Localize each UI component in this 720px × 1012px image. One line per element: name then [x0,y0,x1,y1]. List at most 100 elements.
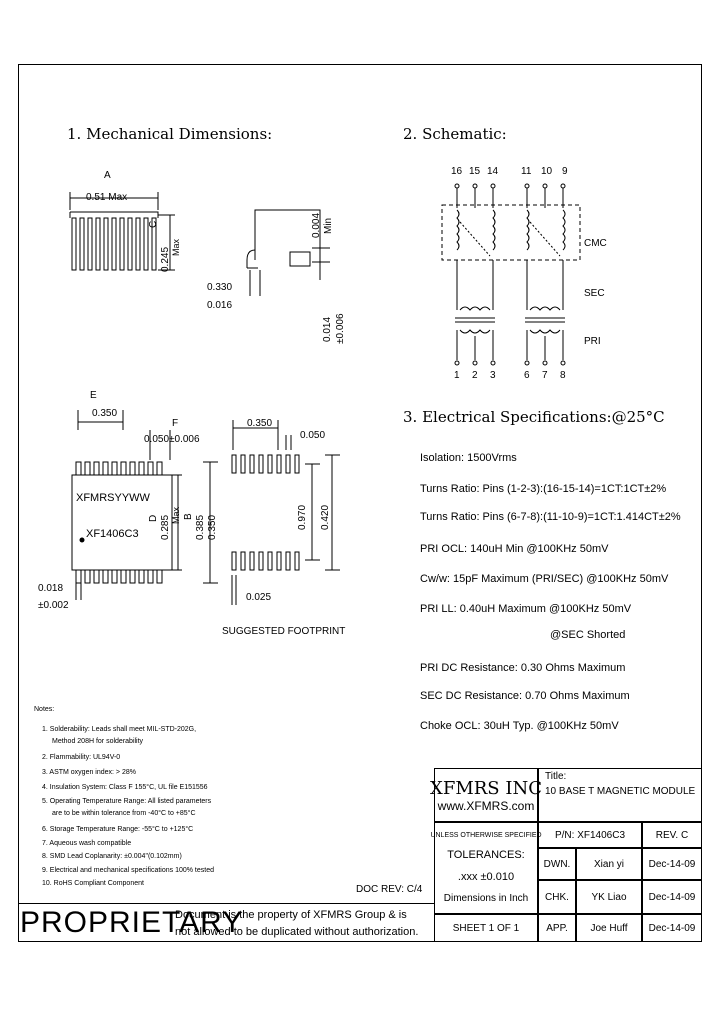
rev-cell: REV. C [642,822,702,848]
pri-coil-1 [459,329,491,334]
spec-pri-ocl: PRI OCL: 140uH Min @100KHz 50mV [420,543,609,555]
pin1-dot [79,537,85,543]
label-e: E [90,390,97,401]
spec-sec-dcr: SEC DC Resistance: 0.70 Ohms Maximum [420,690,630,702]
dimensions-unit: Dimensions in Inch [443,893,529,904]
pin-15: 15 [469,166,481,177]
proprietary-word: PROPRIETARY [20,906,244,939]
label-cmc: CMC [584,238,607,249]
note-8: 8. SMD Lead Coplanarity: ±0.004"(0.102mm… [42,853,182,860]
company-name: XFMRS INC [430,777,542,799]
note-7: 7. Aqueous wash compatible [42,840,132,847]
part-mark-line2: XF1406C3 [86,528,139,540]
sheet-cell: SHEET 1 OF 1 [434,914,538,942]
note-9: 9. Electrical and mechanical specificati… [42,867,214,874]
notes-title: Notes: [34,706,55,713]
note-1b: Method 208H for solderability [52,738,144,745]
row-app-role: APP. [538,914,576,942]
note-6: 6. Storage Temperature Range: -55°C to +… [42,826,194,833]
label-sec: SEC [584,288,605,299]
top-pin-posts [456,188,564,208]
dim-0014: 0.014 [322,316,333,342]
pin-14: 14 [487,166,499,177]
label-pri: PRI [584,336,601,347]
note-4: 4. Insulation System: Class F 155°C, UL … [42,784,208,791]
note-5b: are to be within tolerance from -40°C to… [52,810,196,817]
company-website: www.XFMRS.com [437,798,535,813]
pin-16: 16 [451,166,463,177]
spec-turns-1: Turns Ratio: Pins (1-2-3):(16-15-14)=1CT… [420,483,667,495]
spec-isolation: Isolation: 1500Vrms [420,452,517,464]
footprint-pads-upper [231,454,300,474]
pin-10: 10 [541,166,553,177]
proprietary-line1: Document is the property of XFMRS Group … [175,909,407,921]
fp-dim-0025: 0.025 [246,592,272,603]
dim-0004: 0.004 [311,212,322,238]
label-f: F [172,418,179,429]
top-leads-upper [75,461,163,476]
pin-3: 3 [490,370,496,381]
fp-dim-0050: 0.050 [300,430,326,441]
title-cell: Title: 10 BASE T MAGNETIC MODULE [538,768,702,822]
row-app-date: Dec-14-09 [642,914,702,942]
side-leads [71,217,157,271]
spec-pri-dcr: PRI DC Resistance: 0.30 Ohms Maximum [420,662,626,674]
dim-0018: 0.018 [38,583,64,594]
dim-0002: ±0.002 [38,600,69,611]
title-label: Title: [545,771,567,782]
row-chk-role: CHK. [538,880,576,914]
spec-pri-ll: PRI LL: 0.40uH Maximum @100KHz 50mV [420,603,632,615]
schematic-drawing [441,183,581,366]
label-a: A [104,170,111,181]
cmc-coil-1 [456,209,460,251]
max-c: Max [171,238,181,256]
dim-051: 0.51 Max [86,192,128,203]
dim-0330: 0.330 [207,282,233,293]
dim-0050-006: 0.050±0.006 [144,434,200,445]
footprint-pads-lower [231,551,300,571]
min-0004: Min [323,217,334,234]
pn-cell: P/N: XF1406C3 [538,822,642,848]
company-cell: XFMRS INC www.XFMRS.com [430,768,542,822]
note-2: 2. Flammability: UL94V-0 [42,754,121,761]
row-chk-date: Dec-14-09 [642,880,702,914]
note-1a: 1. Solderability: Leads shall meet MIL-S… [42,726,197,733]
pin-2: 2 [472,370,478,381]
proprietary-line2: not allowed to be duplicated without aut… [175,926,419,938]
mechanical-heading: 1. Mechanical Dimensions: [67,125,273,143]
tolerances-label: TOLERANCES: [447,849,525,861]
dim-0385: 0.385 [195,514,206,540]
pin-1: 1 [454,370,460,381]
max-d: Max [171,506,181,524]
mechanical-drawing [69,192,340,605]
dim-0016: 0.016 [207,300,233,311]
pin-8: 8 [560,370,566,381]
note-3: 3. ASTM oxygen index: > 28% [42,769,136,776]
spec-sec-shorted: @SEC Shorted [550,629,626,641]
sec-coil-2 [529,306,561,311]
dim-0245: 0.245 [160,246,171,272]
label-b: B [183,513,194,520]
row-app-name: Joe Huff [576,914,642,942]
fp-dim-0420: 0.420 [320,504,331,530]
schematic-heading: 2. Schematic: [403,125,507,143]
cmc-coil-2 [492,209,496,251]
top-leads-lower [75,569,163,584]
label-d: D [148,514,159,522]
drawing-frame [18,64,702,942]
pin-6: 6 [524,370,530,381]
row-dwn-name: Xian yi [576,848,642,880]
spec-cww: Cw/w: 15pF Maximum (PRI/SEC) @100KHz 50m… [420,573,669,585]
pin-9: 9 [562,166,568,177]
dim-0285: 0.285 [160,514,171,540]
tolerance-value: .xxx ±0.010 [457,871,515,883]
cmc-coil-4 [562,209,566,251]
pin-11: 11 [521,166,532,177]
label-c: C [148,220,159,228]
dim-0350: 0.350 [92,408,118,419]
pin-7: 7 [542,370,548,381]
sec-coil-1 [459,306,491,311]
fp-dim-0970: 0.970 [297,504,308,530]
spec-turns-2: Turns Ratio: Pins (6-7-8):(11-10-9)=1CT:… [420,511,681,523]
proprietary-strip [18,903,434,942]
